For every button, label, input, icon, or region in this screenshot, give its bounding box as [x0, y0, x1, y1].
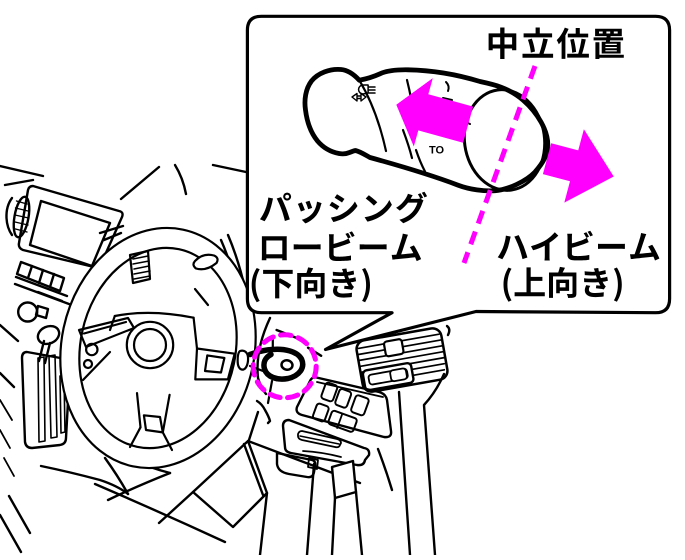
svg-text:TO: TO — [429, 145, 445, 157]
